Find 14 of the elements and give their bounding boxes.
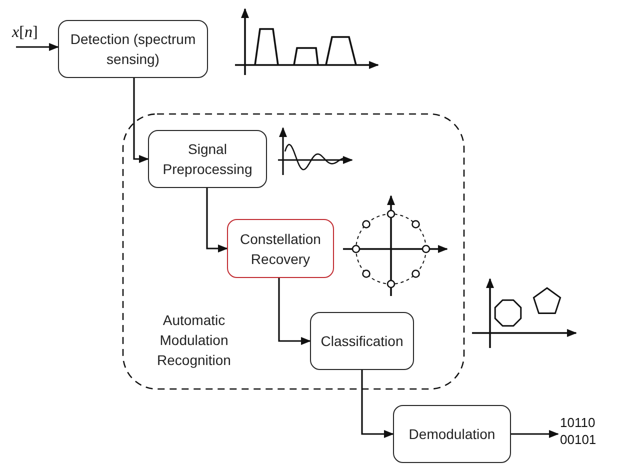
- group-label: Automatic Modulation Recognition: [156, 311, 232, 370]
- arrow: [133, 78, 149, 163]
- process-box: Classification: [310, 312, 414, 370]
- process-box: Demodulation: [393, 405, 511, 463]
- arrow: [511, 430, 559, 438]
- process-box: Detection (spectrum sensing): [58, 20, 208, 78]
- arrow: [16, 43, 59, 51]
- process-box: Signal Preprocessing: [148, 130, 267, 188]
- arrow: [206, 188, 228, 252]
- process-box: Constellation Recovery: [227, 219, 334, 278]
- signal-label: x[n]: [12, 22, 52, 44]
- signal-label: 10110 00101: [560, 413, 610, 449]
- arrow: [278, 278, 311, 345]
- arrow: [361, 370, 394, 438]
